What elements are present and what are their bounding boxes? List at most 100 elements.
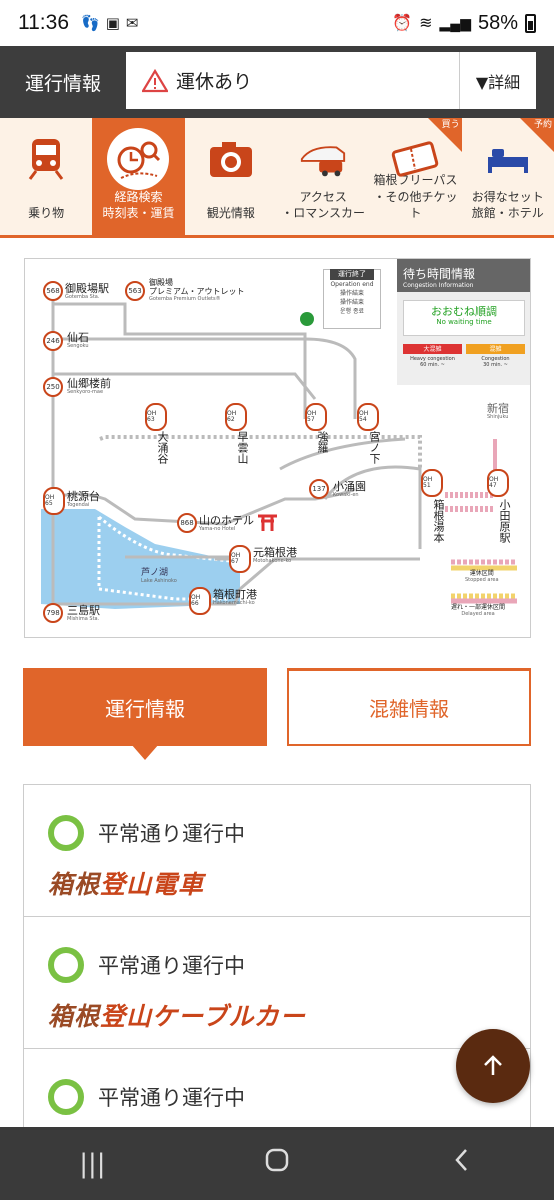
medium-tag: 混雑 xyxy=(466,344,525,354)
congestion-legend-item: 混雑 Congestion 30 min. ~ xyxy=(466,344,525,368)
scroll-top-button[interactable] xyxy=(456,1029,530,1103)
opend-line: 操作結束 xyxy=(339,290,364,297)
station-owakudani[interactable]: 大涌谷 xyxy=(156,431,169,464)
tab-operation[interactable]: 運行情報 xyxy=(23,668,267,746)
opend-line: 운행 종료 xyxy=(340,308,364,315)
station-name: 箱根町港 xyxy=(213,588,257,601)
heavy-label: Heavy congestion 60 min. ~ xyxy=(410,356,455,368)
wait-status-en: No waiting time xyxy=(436,318,492,327)
station-name: 御殿場駅 xyxy=(65,282,109,295)
opend-title: 運行終了 xyxy=(330,269,374,280)
nav-label: 観光情報 xyxy=(206,205,255,220)
nav-item-vehicles[interactable]: 乗り物 xyxy=(0,118,92,235)
bed-icon xyxy=(483,136,533,182)
station-name: 小涌園 xyxy=(333,480,366,493)
nav-label: アクセス ・ロマンスカー xyxy=(281,189,366,220)
stopped-label-en: Stopped area xyxy=(465,576,499,583)
notification-icons: 👣 ▣ ✉ xyxy=(81,14,138,32)
station-name-en: Kowaki-en xyxy=(333,492,359,499)
info-tabs: 運行情報 混雑情報 xyxy=(23,668,531,760)
nav-label: 経路検索 時刻表・運賃 xyxy=(102,189,175,220)
lake-name: 芦ノ湖 xyxy=(141,568,169,578)
station-code: OH 63 xyxy=(145,403,167,431)
nav-label: 箱根フリーパス ・その他チケット xyxy=(373,173,458,220)
medium-label: Congestion 30 min. ~ xyxy=(481,356,510,368)
station-name: 仙郷楼前 xyxy=(67,377,111,390)
station-code: OH 62 xyxy=(225,403,247,431)
status-row: 平常通り運行中 xyxy=(48,815,245,851)
line-status-list: 平常通り運行中 箱根登山電車 平常通り運行中 箱根登山ケーブルカー 平常通り運行… xyxy=(23,784,531,1134)
station-code: OH 66 xyxy=(189,587,211,615)
nav-item-freepass[interactable]: 買う 箱根フリーパス ・その他チケット xyxy=(369,118,462,235)
station-sounzan[interactable]: 早雲山 xyxy=(236,431,249,464)
system-nav-bar: ||| xyxy=(0,1127,554,1200)
list-item[interactable]: 平常通り運行中 箱根登山電車 xyxy=(24,785,530,917)
station-code: OH 51 xyxy=(421,469,443,497)
wait-title: 待ち時間情報 xyxy=(403,267,476,281)
detail-button[interactable]: ▼詳細 xyxy=(459,52,536,109)
list-item[interactable]: 平常通り運行中 箱根登山ケーブルカー xyxy=(24,917,530,1049)
station-name-en: Senkyoro-mae xyxy=(67,389,104,396)
normal-status-icon xyxy=(48,947,84,983)
heavy-tag: 大混雑 xyxy=(403,344,462,354)
nav-label: 乗り物 xyxy=(28,205,65,220)
system-icons: ⏰ ≋ ▂▄▆ 58% xyxy=(392,12,536,35)
back-button[interactable] xyxy=(432,1147,492,1180)
battery-level: 58% xyxy=(477,11,518,34)
status-text: 平常通り運行中 xyxy=(98,954,245,978)
tab-congestion[interactable]: 混雑情報 xyxy=(287,668,531,746)
operation-header: 運行情報 運休あり ▼詳細 xyxy=(0,46,554,118)
signal-icon: ▂▄▆ xyxy=(439,14,471,31)
opend-line: 操作結束 xyxy=(339,299,364,306)
recent-apps-button[interactable]: ||| xyxy=(79,1148,106,1179)
line-name-main: 登山電車 xyxy=(100,870,205,899)
list-item[interactable]: 平常通り運行中 xyxy=(24,1049,530,1134)
stopped-label: 運休区間 xyxy=(469,570,494,577)
steps-icon: 👣 xyxy=(81,14,100,32)
camera-icon xyxy=(206,136,256,182)
congestion-legend: 大混雑 Heavy congestion 60 min. ~ 混雑 Congesti… xyxy=(403,344,525,368)
nav-item-route-search[interactable]: 経路検索 時刻表・運賃 xyxy=(92,118,185,235)
station-code: 868 xyxy=(177,513,197,533)
station-miyanoshita[interactable]: 宮ノ下 xyxy=(368,431,381,464)
operation-end-legend: 運行終了 Operation end 操作結束 操作結束 운행 종료 xyxy=(323,269,381,329)
alert-banner[interactable]: 運休あり ▼詳細 xyxy=(126,52,536,109)
station-name-en: Gotemba Premium Outlets® xyxy=(149,295,221,302)
line-name-prefix: 箱根 xyxy=(48,1002,101,1031)
nav-item-hotel[interactable]: 予約 お得なセット 旅館・ホテル xyxy=(462,118,554,235)
home-button[interactable] xyxy=(247,1147,307,1180)
station-yumoto[interactable]: 箱根湯本 xyxy=(432,499,445,543)
route-search-icon xyxy=(107,128,170,190)
station-code: 563 xyxy=(125,281,145,301)
line-name: 箱根登山ケーブルカー xyxy=(48,997,306,1033)
status-bar: 11:36 👣 ▣ ✉ ⏰ ≋ ▂▄▆ 58% xyxy=(0,0,554,46)
nav-item-access[interactable]: アクセス ・ロマンスカー xyxy=(277,118,369,235)
torii-icon xyxy=(258,514,277,531)
station-gora[interactable]: 強羅 xyxy=(316,431,329,453)
nav-item-sightseeing[interactable]: 観光情報 xyxy=(185,118,277,235)
route-lines xyxy=(41,289,517,609)
alert-message: 運休あり xyxy=(176,71,253,93)
station-odawara[interactable]: 小田原駅 xyxy=(498,499,511,543)
station-name: 山のホテル xyxy=(199,514,254,527)
alarm-icon: ⏰ xyxy=(392,15,413,32)
status-text: 平常通り運行中 xyxy=(98,822,245,846)
line-name: 箱根登山電車 xyxy=(48,865,204,901)
back-icon xyxy=(454,1149,467,1171)
reserve-ribbon: 予約 xyxy=(519,118,554,152)
warning-icon xyxy=(141,68,169,93)
